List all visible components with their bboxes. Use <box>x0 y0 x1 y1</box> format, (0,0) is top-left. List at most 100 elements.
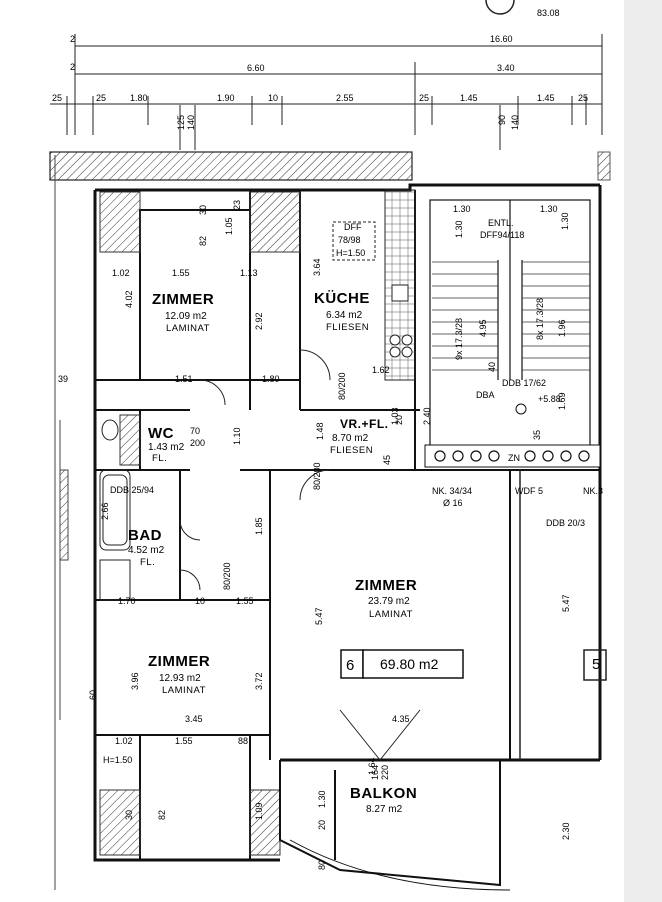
inner-dimension-label: 80 <box>317 860 327 870</box>
ddb-stair-label: DDB 17/62 <box>502 378 546 388</box>
duct-circle <box>434 450 446 462</box>
balcony-door-width: 164 <box>370 765 380 780</box>
inner-dimension-label: 39 <box>58 374 68 384</box>
wc-door-height: 200 <box>190 438 205 448</box>
inner-dimension-label: 1.51 <box>175 374 193 384</box>
room-area-zimmer-3: 12.93 m2 <box>159 673 201 684</box>
duct-circles <box>434 450 590 462</box>
door-label-2: 80/200 <box>312 462 322 490</box>
inner-dimension-label: 1.48 <box>315 422 325 440</box>
nk-label: NK. 34/34 <box>432 486 472 496</box>
dormer-hatching <box>99 191 301 856</box>
duct-circle <box>542 450 554 462</box>
inner-dimension-label: 82 <box>198 236 208 246</box>
room-name-vr: VR.+FL. <box>340 417 389 431</box>
inner-dimension-label: 2.92 <box>254 312 264 330</box>
dim-right-block: 3.40 <box>497 63 515 73</box>
inner-dimension-label: 1.55 <box>175 736 193 746</box>
room-area-balkon: 8.27 m2 <box>366 804 403 815</box>
inner-dimension-label: 88 <box>238 736 248 746</box>
dim-seg-6: 25 <box>419 93 429 103</box>
dim-left-h-1: 125 <box>176 115 186 130</box>
inner-dimension-label: 1.02 <box>112 268 130 278</box>
room-name-bad: BAD <box>128 527 162 544</box>
inner-dimension-label: 1.55 <box>172 268 190 278</box>
dim-left-mark-2: 2 <box>70 62 75 72</box>
inner-dimension-label: 1.03 <box>390 407 400 425</box>
ddb-bath-label: DDB 25/94 <box>110 485 154 495</box>
wc-door-width: 70 <box>190 426 200 436</box>
inner-dimension-label: 1.69 <box>557 392 567 410</box>
room-name-balkon: BALKON <box>350 785 417 802</box>
inner-dimension-label: 1.05 <box>224 217 234 235</box>
room-area-vr: 8.70 m2 <box>332 433 369 444</box>
window-height-label: H=1.50 <box>103 755 132 765</box>
duct-circle <box>470 450 482 462</box>
inner-dimension-label: 1.70 <box>118 596 136 606</box>
dim-left-block: 6.60 <box>247 63 265 73</box>
room-name-zimmer-3: ZIMMER <box>148 653 210 670</box>
drawing-ref: 83.08 <box>537 8 560 18</box>
inner-dimension-label: 2.66 <box>100 502 110 520</box>
inner-dimension-label: 1.02 <box>115 736 133 746</box>
inner-dimension-label: 1.55 <box>236 596 254 606</box>
inner-dimension-label: 1.64 <box>367 757 377 775</box>
dff-height: H=1.50 <box>336 248 365 258</box>
page-edge <box>624 0 662 902</box>
door-swings <box>179 349 421 761</box>
inner-dimension-label: 1.30 <box>454 220 464 238</box>
neighbor-right <box>519 470 607 760</box>
inner-dimension-label: 23 <box>232 200 242 210</box>
wdf-label: WDF 5 <box>515 486 543 496</box>
dim-seg-0: 25 <box>52 93 62 103</box>
stair-run-1: 9x 17.3/28 <box>454 318 464 360</box>
inner-dimension-label: 2.40 <box>422 407 432 425</box>
inner-dimension-label: 82 <box>157 810 167 820</box>
room-area-kueche: 6.34 m2 <box>326 310 363 321</box>
unit-number: 6 <box>346 657 354 674</box>
room-floor-kueche: FLIESEN <box>326 322 369 333</box>
dim-seg-2: 1.80 <box>130 93 148 103</box>
unit-area: 69.80 m2 <box>380 656 439 672</box>
inner-dimension-label: 1.85 <box>254 517 264 535</box>
room-area-bad: 4.52 m2 <box>128 545 165 556</box>
inner-dimension-label: 5.47 <box>314 607 324 625</box>
dim-seg-9: 25 <box>578 93 588 103</box>
inner-dimension-label: 1.09 <box>254 802 264 820</box>
north-marker <box>485 0 515 15</box>
inner-dimension-label: 1.80 <box>262 374 280 384</box>
inner-dimension-label: 5.47 <box>561 594 571 612</box>
room-name-zimmer-1: ZIMMER <box>152 291 214 308</box>
room-floor-wc: FL. <box>152 453 167 464</box>
door-label-3: 80/200 <box>222 562 232 590</box>
inner-dimension-label: 35 <box>532 430 542 440</box>
bathroom-fixtures <box>99 419 131 601</box>
door-label-1: 80/200 <box>337 372 347 400</box>
stair-run-2: 8x 17.3/28 <box>535 298 545 340</box>
room-area-zimmer-2: 23.79 m2 <box>368 596 410 607</box>
inner-dimension-label: 1.30 <box>560 212 570 230</box>
duct-circle <box>488 450 500 462</box>
unit-area-box <box>362 649 464 679</box>
inner-dimension-label: 3.72 <box>254 672 264 690</box>
inner-dimension-label: 4.35 <box>392 714 410 724</box>
neighbor-left <box>54 155 69 890</box>
nk-diameter: Ø 16 <box>443 498 463 508</box>
inner-dimension-label: 1.10 <box>232 427 242 445</box>
dff-size: 78/98 <box>338 235 361 245</box>
inner-dimension-label: 1.30 <box>540 204 558 214</box>
room-floor-bad: FL. <box>140 557 155 568</box>
inner-dimension-label: 30 <box>198 205 208 215</box>
duct-circle <box>560 450 572 462</box>
neighbor-unit-number: 5 <box>592 656 600 673</box>
zn-label: ZN <box>508 453 520 463</box>
balcony-outline <box>279 760 511 891</box>
inner-dimension-label: 60 <box>88 690 98 700</box>
inner-dimension-label: 1.30 <box>453 204 471 214</box>
exterior-walls <box>93 183 602 862</box>
room-name-wc: WC <box>148 425 174 442</box>
kitchen-fixtures <box>332 189 416 381</box>
inner-dimension-label: 10 <box>195 596 205 606</box>
inner-dimension-label: 30 <box>124 810 134 820</box>
ddb2-label: DDB 20/3 <box>546 518 585 528</box>
